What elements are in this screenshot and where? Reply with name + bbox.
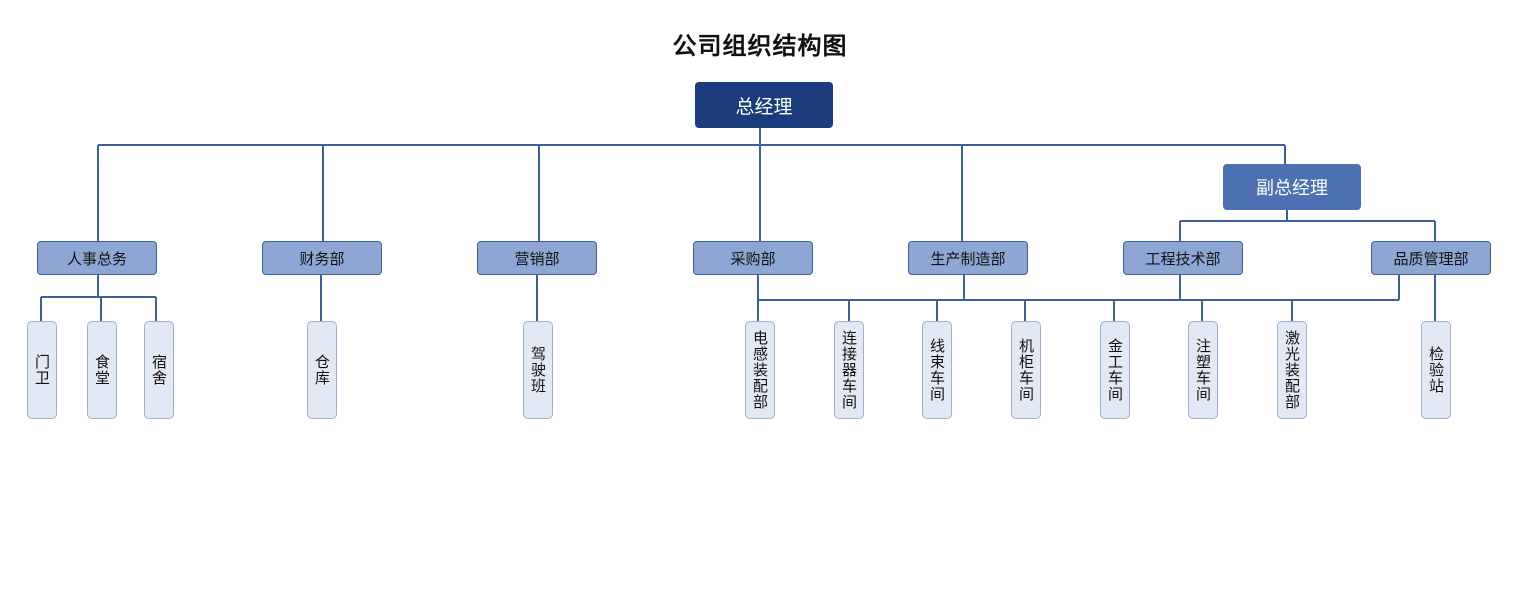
- dept-marketing-node: 营销部: [477, 241, 597, 275]
- dept-finance-node: 财务部: [262, 241, 382, 275]
- unit-laser-node: 激光装配部: [1277, 321, 1307, 419]
- unit-harness-node: 线束车间: [922, 321, 952, 419]
- dept-hr-node: 人事总务: [37, 241, 157, 275]
- dept-quality-node: 品质管理部: [1371, 241, 1491, 275]
- unit-metalwork-node: 金工车间: [1100, 321, 1130, 419]
- unit-connector-node: 连接器车间: [834, 321, 864, 419]
- general-manager-node: 总经理: [695, 82, 833, 128]
- unit-canteen-node: 食堂: [87, 321, 117, 419]
- diagram-title: 公司组织结构图: [672, 32, 848, 60]
- deputy-manager-node: 副总经理: [1223, 164, 1361, 210]
- unit-warehouse-node: 仓库: [307, 321, 337, 419]
- unit-dorm-node: 宿舍: [144, 321, 174, 419]
- unit-cabinet-node: 机柜车间: [1011, 321, 1041, 419]
- unit-gate-node: 门卫: [27, 321, 57, 419]
- unit-inductor-node: 电感装配部: [745, 321, 775, 419]
- unit-inspection-node: 检验站: [1421, 321, 1451, 419]
- dept-purchase-node: 采购部: [693, 241, 813, 275]
- unit-driving-node: 驾驶班: [523, 321, 553, 419]
- unit-injection-node: 注塑车间: [1188, 321, 1218, 419]
- dept-engineering-node: 工程技术部: [1123, 241, 1243, 275]
- dept-production-node: 生产制造部: [908, 241, 1028, 275]
